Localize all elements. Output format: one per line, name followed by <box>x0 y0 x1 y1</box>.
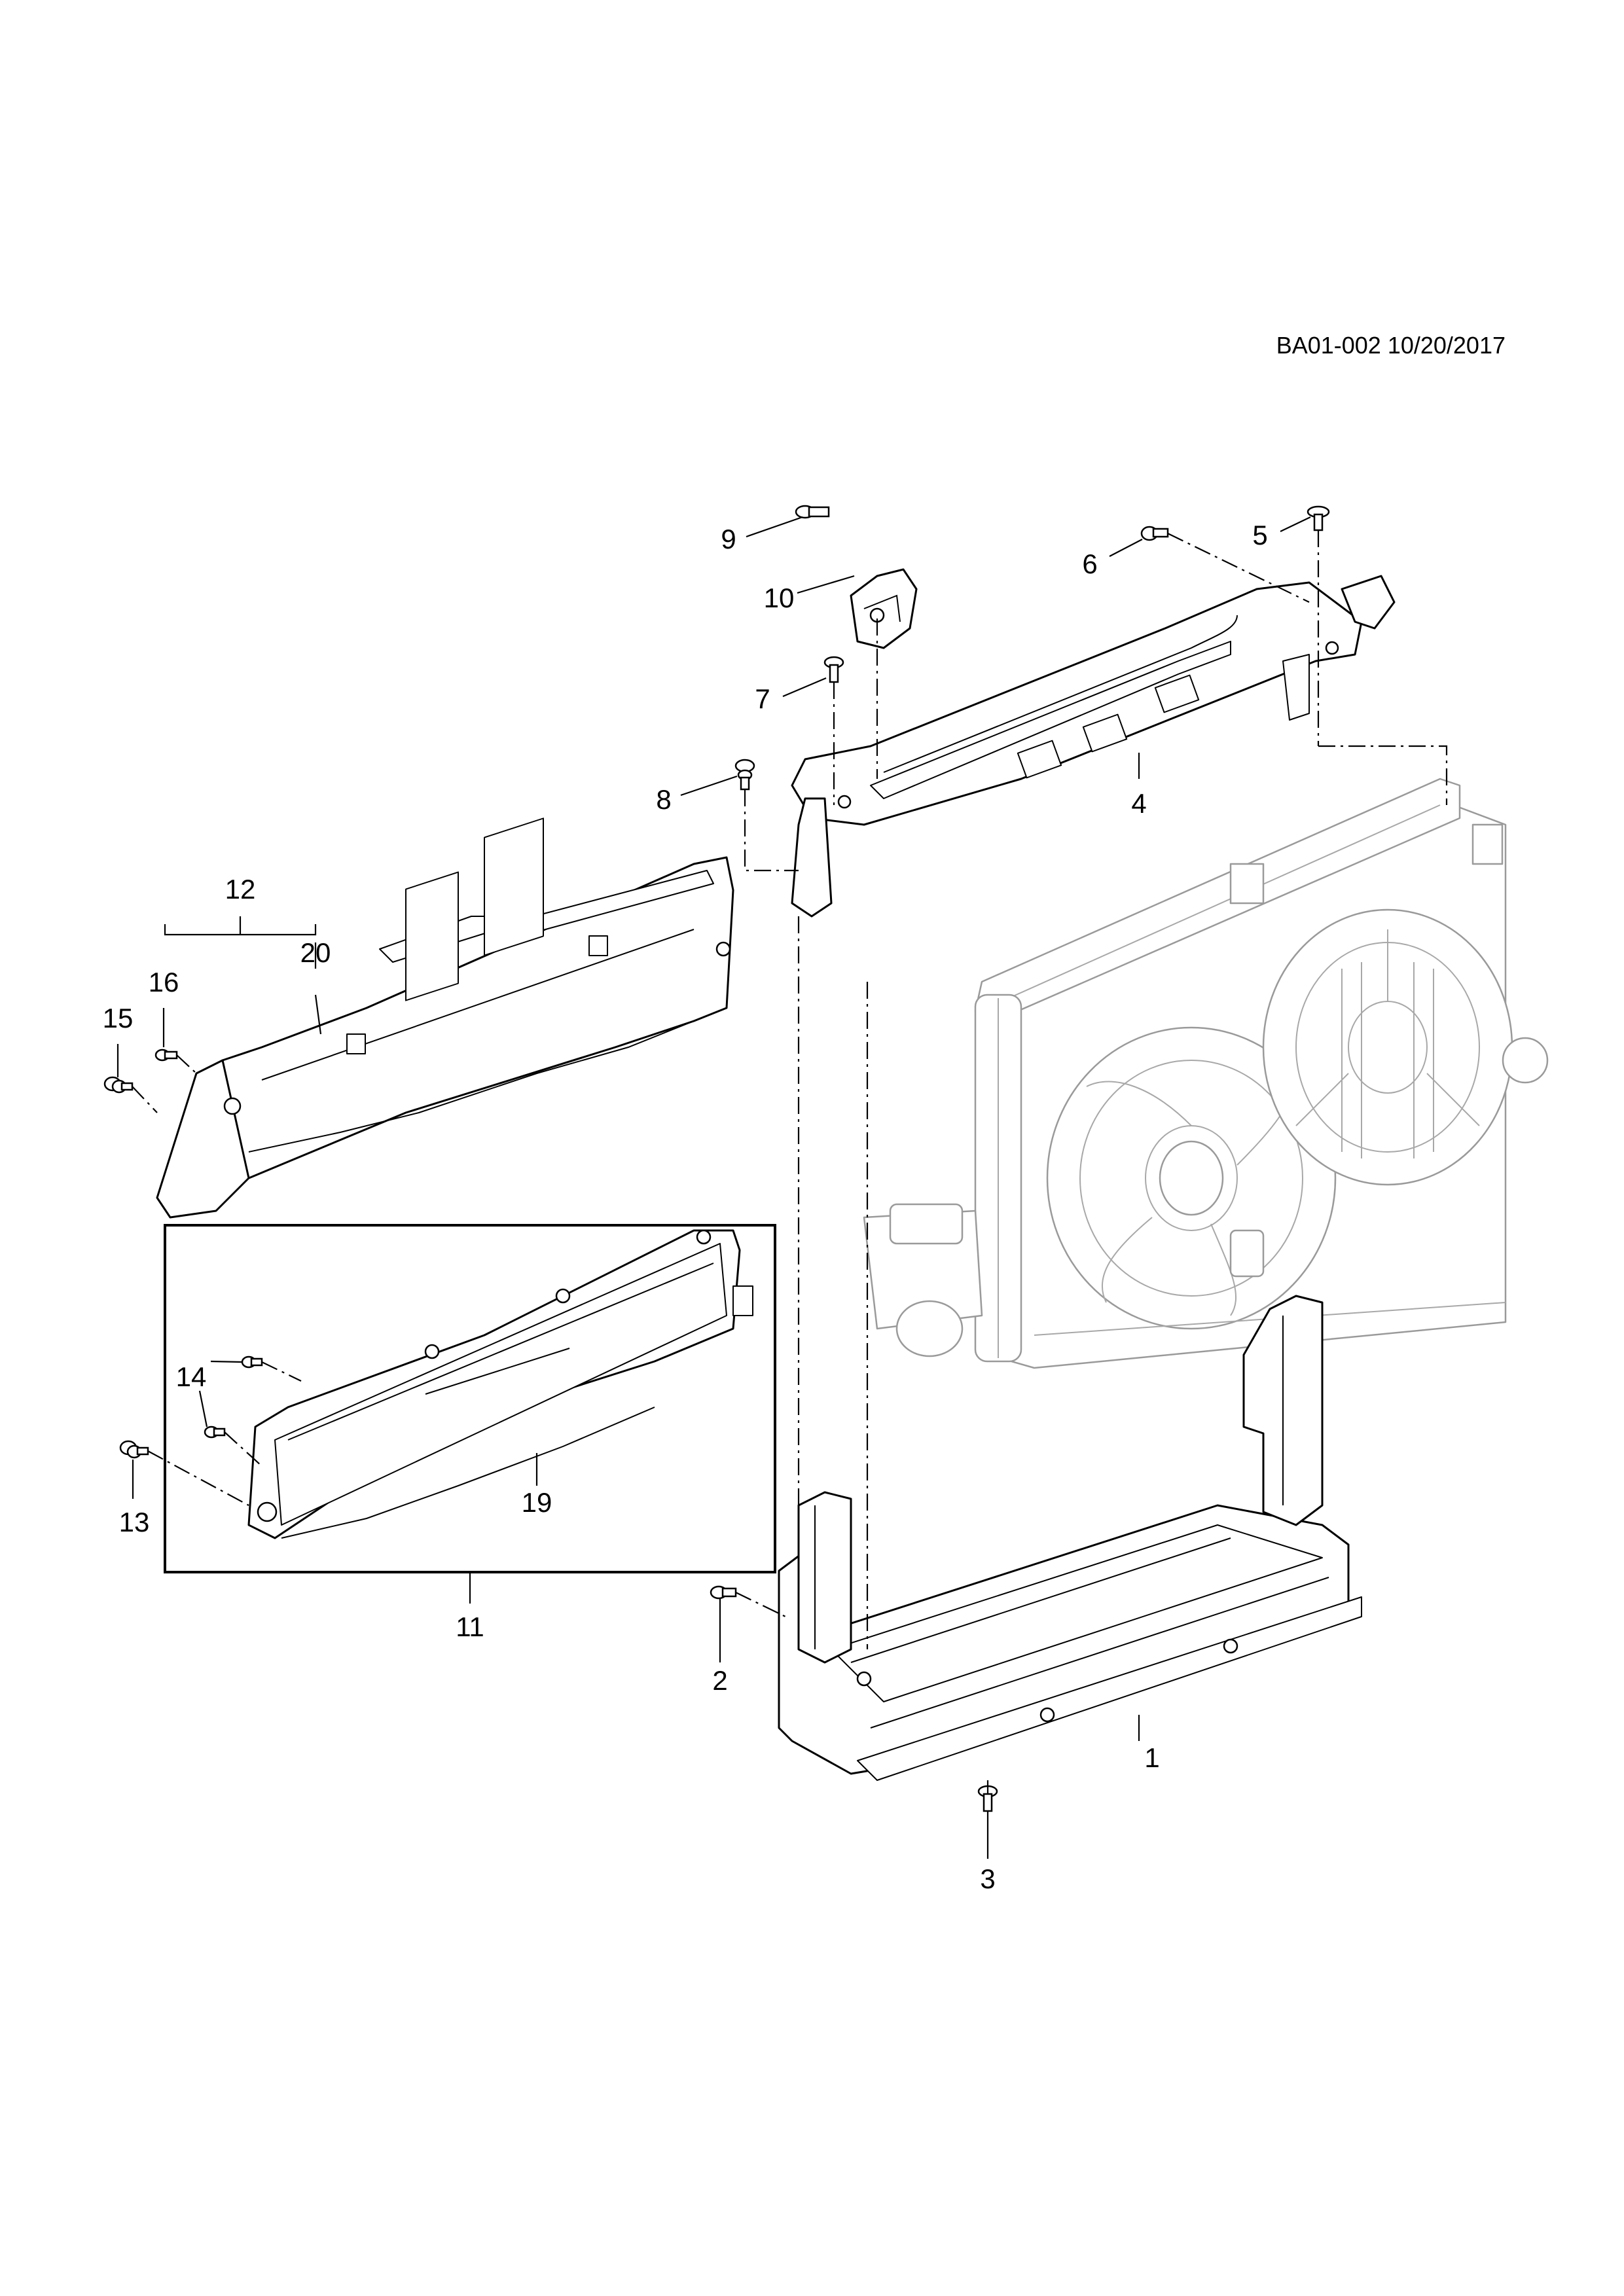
callout-3: 3 <box>980 1863 995 1894</box>
callout-14: 14 <box>176 1361 207 1392</box>
callout-4: 4 <box>1131 788 1146 819</box>
assembly-lines <box>132 530 1448 1793</box>
leader-lines <box>117 516 1311 1859</box>
fastener-14b <box>204 1426 226 1439</box>
callout-16: 16 <box>149 967 179 997</box>
fastener-16 <box>154 1049 178 1062</box>
callout-6: 6 <box>1082 548 1097 579</box>
fastener-8 <box>734 759 755 791</box>
callout-20: 20 <box>300 937 331 968</box>
callout-19: 19 <box>522 1487 552 1518</box>
fastener-6 <box>1140 526 1169 541</box>
callout-1: 1 <box>1144 1742 1159 1773</box>
callout-2: 2 <box>712 1665 727 1696</box>
callout-15: 15 <box>103 1003 134 1033</box>
callout-9: 9 <box>721 524 736 554</box>
callout-13: 13 <box>119 1507 150 1537</box>
upper-air-baffle <box>791 575 1396 918</box>
radiator-fan-module-ghost <box>863 778 1549 1369</box>
callout-12: 12 <box>225 874 256 905</box>
callout-10: 10 <box>764 583 795 613</box>
callout-5: 5 <box>1252 520 1267 550</box>
callout-8: 8 <box>656 784 671 815</box>
bracket-10 <box>850 568 918 649</box>
fastener-9 <box>795 505 830 519</box>
callout-11: 11 <box>456 1611 484 1642</box>
fastener-2 <box>710 1585 737 1600</box>
lower-air-baffle <box>778 1295 1362 1781</box>
lower-air-deflector-inset <box>247 1229 753 1539</box>
diagram-code: BA01-002 10/20/2017 <box>1276 332 1506 359</box>
fastener-5 <box>1307 505 1330 531</box>
callout-7: 7 <box>755 683 770 714</box>
front-air-deflector <box>156 817 734 1219</box>
fastener-13 <box>119 1440 149 1459</box>
fastener-15 <box>103 1076 134 1094</box>
fastener-14a <box>241 1355 263 1369</box>
fastener-7 <box>823 656 844 683</box>
